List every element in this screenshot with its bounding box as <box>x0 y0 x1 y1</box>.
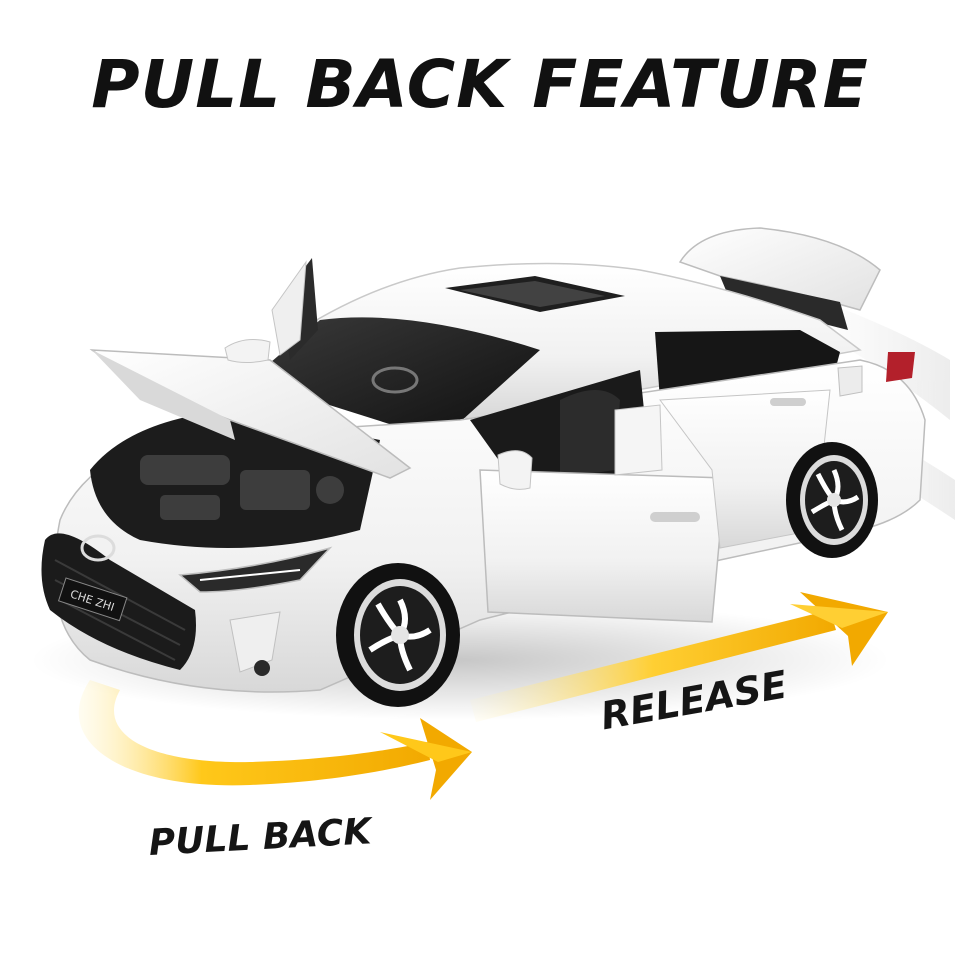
rear-wheel <box>786 442 878 558</box>
headline: PULL BACK FEATURE <box>91 46 869 123</box>
engine-details <box>140 455 344 520</box>
release-arrow <box>470 592 888 722</box>
license-plate: CHE ZHI <box>57 577 128 622</box>
front-wheel <box>336 563 460 707</box>
toy-car: CHE ZHI <box>41 227 926 707</box>
pull-back-arrow <box>78 680 472 800</box>
emblem-icon <box>80 534 116 562</box>
